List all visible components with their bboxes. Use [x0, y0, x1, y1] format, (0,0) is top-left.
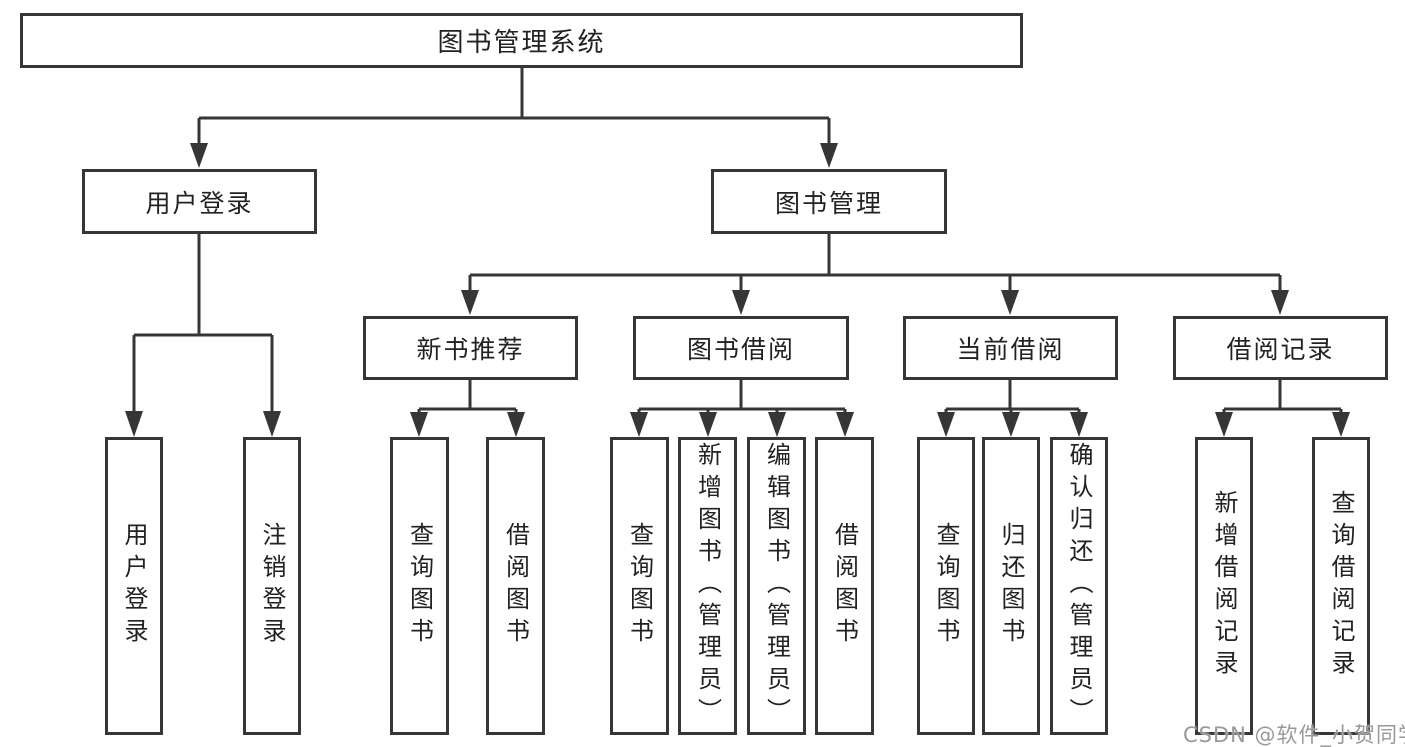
node-current-borrow-label: 当前借阅 [956, 335, 1065, 364]
leaf-borrow-query-book: 查询图书 [610, 437, 669, 735]
leaf-newbook-query-book: 查询图书 [390, 437, 449, 735]
node-borrow-record-label: 借阅记录 [1226, 335, 1335, 364]
leaf-newbook-query-book-label: 查询图书 [405, 522, 434, 650]
leaf-query-borrow-record: 查询借阅记录 [1312, 437, 1370, 735]
leaf-user-login: 用户登录 [105, 437, 163, 735]
node-current-borrow: 当前借阅 [903, 316, 1118, 380]
leaf-add-borrow-record: 新增借阅记录 [1195, 437, 1253, 735]
node-new-book-recommend: 新书推荐 [363, 316, 578, 380]
node-borrow-record: 借阅记录 [1173, 316, 1388, 380]
leaf-current-query-book-label: 查询图书 [932, 522, 960, 650]
leaf-user-login-label: 用户登录 [120, 522, 148, 650]
csdn-watermark: CSDN @软件_小贺同学 [1183, 723, 1405, 747]
leaf-edit-book-admin-label: 编辑图书（管理员） [762, 442, 791, 730]
leaf-newbook-borrow-book: 借阅图书 [486, 437, 545, 735]
node-user-login-label: 用户登录 [145, 188, 254, 218]
leaf-current-query-book: 查询图书 [917, 437, 975, 735]
leaf-edit-book-admin: 编辑图书（管理员） [747, 437, 806, 735]
leaf-add-book-admin-label: 新增图书（管理员） [693, 442, 722, 730]
leaf-logout-label: 注销登录 [258, 522, 286, 650]
node-book-management-label: 图书管理 [774, 188, 883, 218]
node-book-borrow: 图书借阅 [633, 316, 849, 380]
leaf-borrow-borrow-book: 借阅图书 [815, 437, 874, 735]
leaf-add-book-admin: 新增图书（管理员） [678, 437, 737, 735]
leaf-return-book-label: 归还图书 [997, 522, 1025, 650]
leaf-query-borrow-record-label: 查询借阅记录 [1327, 490, 1355, 682]
leaf-logout: 注销登录 [243, 437, 301, 735]
leaf-confirm-return-admin: 确认归还（管理员） [1050, 437, 1108, 735]
node-root-system: 图书管理系统 [20, 13, 1023, 68]
leaf-return-book: 归还图书 [982, 437, 1040, 735]
node-book-management: 图书管理 [711, 169, 947, 234]
node-root-label: 图书管理系统 [437, 28, 606, 58]
leaf-borrow-borrow-book-label: 借阅图书 [830, 522, 859, 650]
leaf-newbook-borrow-book-label: 借阅图书 [501, 522, 530, 650]
leaf-borrow-query-book-label: 查询图书 [625, 522, 654, 650]
node-new-book-recommend-label: 新书推荐 [416, 335, 525, 364]
arrowheads [125, 143, 1350, 437]
node-book-borrow-label: 图书借阅 [686, 335, 795, 364]
leaf-confirm-return-admin-label: 确认归还（管理员） [1065, 442, 1093, 730]
leaf-add-borrow-record-label: 新增借阅记录 [1210, 490, 1238, 682]
node-user-login: 用户登录 [82, 169, 317, 234]
